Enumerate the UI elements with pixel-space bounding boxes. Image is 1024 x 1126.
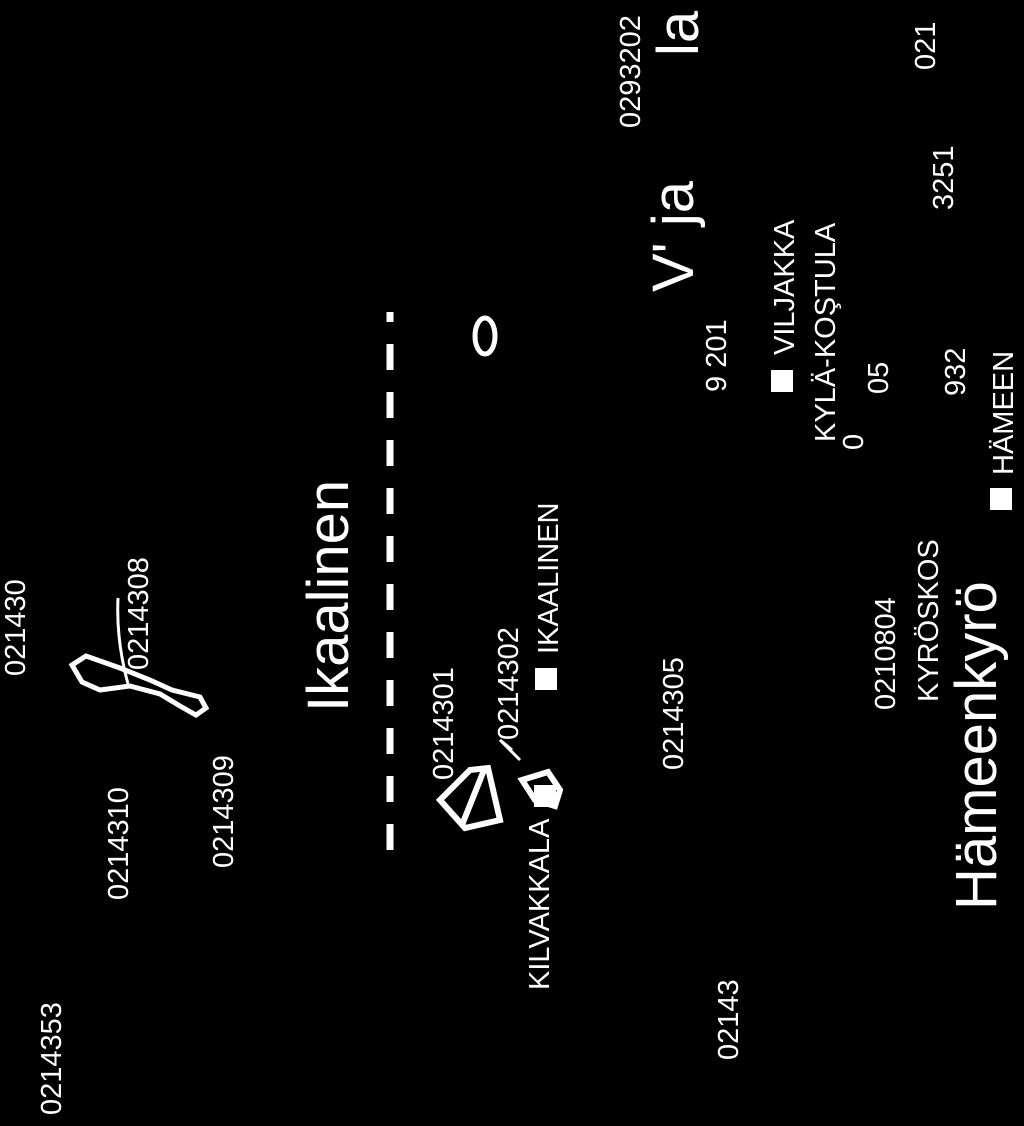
leader-line-0214308 (116, 597, 130, 685)
code-label: 0210804 (870, 597, 902, 710)
municipality-label-viljakkala-1: V' ja (641, 180, 706, 292)
leader-line-0214302 (498, 738, 522, 762)
place-label-viljakka: VILJAKKA (769, 219, 801, 355)
code-label: 0214309 (208, 755, 240, 868)
code-label: 3251 (928, 145, 960, 210)
code-label: 0293202 (615, 15, 647, 128)
code-label: 0214301 (428, 667, 460, 780)
code-label: 9 201 (701, 319, 733, 392)
place-label-kyroskos: KYRÖSKOS (913, 539, 945, 702)
municipality-label-viljakkala-2: la (646, 10, 711, 56)
municipality-label-ikaalinen: Ikaalinen (296, 479, 361, 712)
place-label-ikaalinen: IKAALINEN (533, 502, 565, 655)
place-label-hameen: HÄMEEN (988, 350, 1020, 475)
code-label: 0214302 (493, 627, 525, 740)
code-label: 0214310 (103, 787, 135, 900)
code-label: 021 (910, 21, 942, 70)
code-label: 0214353 (36, 1002, 68, 1115)
municipality-label-hameenkyro: Hämeenkyrö (944, 581, 1009, 910)
code-label: 05 (863, 361, 895, 394)
small-oval (472, 315, 498, 357)
code-label: 02143 (713, 979, 745, 1060)
area-outline-0214302 (517, 768, 564, 810)
symbol-viljakka (771, 370, 793, 392)
code-label: 0 (838, 433, 870, 450)
code-label: 021430 (0, 579, 32, 676)
area-outline-0214301 (435, 764, 504, 832)
code-label: 932 (940, 347, 972, 396)
code-label: 0214305 (658, 657, 690, 770)
symbol-ikaalinen (535, 668, 557, 690)
symbol-kilvakkala (534, 785, 556, 807)
place-label-kilvakkala: KILVAKKALA (524, 818, 556, 990)
code-label: 0214308 (123, 557, 155, 670)
symbol-hameen (990, 488, 1012, 510)
place-label-kyla-kostula: KYLÄ-KOŞTULA (810, 222, 842, 442)
